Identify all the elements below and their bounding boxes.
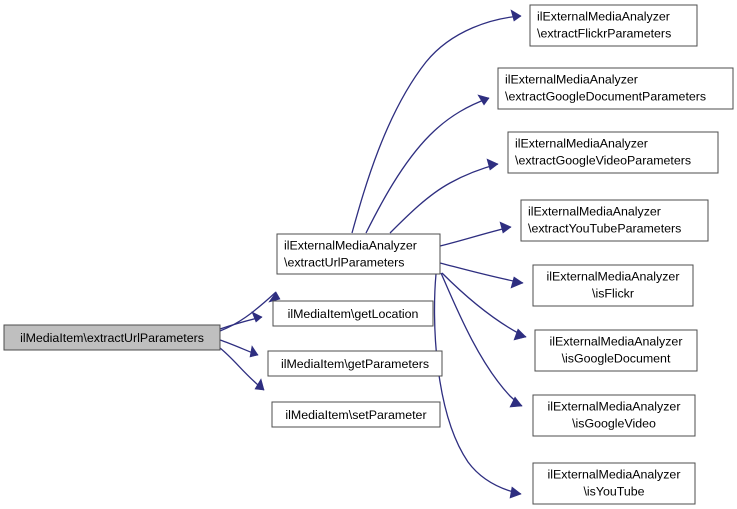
- edge-extract-to-googledocument: [365, 97, 490, 234]
- edges-layer: [219, 9, 527, 499]
- node-box-ema_extractUrlParameters[interactable]: [276, 233, 441, 275]
- node-ema_isGoogleVideo[interactable]: ilExternalMediaAnalyzer \isGoogleVideo: [532, 394, 696, 437]
- node-label-ema_extractGoogleVideoParameters-line1: ilExternalMediaAnalyzer: [515, 136, 648, 150]
- node-label-ema_isYouTube-line2: \isYouTube: [583, 484, 644, 498]
- node-label-ema_isFlickr-line2: \isFlickr: [592, 286, 634, 300]
- node-label-ema_extractGoogleVideoParameters-line2: \extractGoogleVideoParameters: [515, 153, 691, 167]
- node-label-ema_isYouTube-line1: ilExternalMediaAnalyzer: [548, 467, 681, 481]
- node-box-mi_setParameter[interactable]: [271, 401, 441, 428]
- node-label-mi_setParameter: ilMediaItem\setParameter: [285, 408, 426, 422]
- arrowhead-extract-to-isyoutube: [509, 486, 522, 499]
- edge-extract-to-isyoutube: [433, 273, 522, 495]
- node-root[interactable]: ilMediaItem\extractUrlParameters: [3, 324, 221, 351]
- node-box-ema_extractGoogleDocumentParameters[interactable]: [497, 67, 734, 110]
- node-ema_isYouTube[interactable]: ilExternalMediaAnalyzer \isYouTube: [532, 462, 696, 505]
- arrowhead-extract-to-flickr: [510, 9, 522, 22]
- arrowhead-extract-to-isgoogledocument: [513, 328, 527, 341]
- node-label-ema_extractYouTubeParameters-line1: ilExternalMediaAnalyzer: [528, 204, 661, 218]
- node-label-mi_getLocation: ilMediaItem\getLocation: [288, 307, 419, 321]
- node-label-mi_getParameters: ilMediaItem\getParameters: [281, 357, 429, 371]
- edge-extract-to-isflickr: [439, 262, 524, 284]
- node-box-ema_isGoogleVideo[interactable]: [532, 394, 696, 437]
- node-label-ema_extractGoogleDocumentParameters-line2: \extractGoogleDocumentParameters: [505, 89, 706, 103]
- node-label-ema_extractGoogleDocumentParameters-line1: ilExternalMediaAnalyzer: [505, 72, 638, 86]
- node-mi_setParameter[interactable]: ilMediaItem\setParameter: [271, 401, 441, 428]
- node-ema_extractGoogleDocumentParameters[interactable]: ilExternalMediaAnalyzer \extractGoogleDoc…: [497, 67, 734, 110]
- node-label-ema_extractYouTubeParameters-line2: \extractYouTubeParameters: [528, 221, 681, 235]
- node-label-ema_extractUrlParameters-line1: ilExternalMediaAnalyzer: [284, 238, 417, 252]
- node-label-ema_isGoogleDocument-line1: ilExternalMediaAnalyzer: [550, 334, 683, 348]
- node-box-ema_isYouTube[interactable]: [532, 462, 696, 505]
- arrowhead-extract-to-isflickr: [510, 276, 524, 289]
- arrowhead-root-to-getParameters: [249, 345, 259, 358]
- node-label-ema_isGoogleVideo-line1: ilExternalMediaAnalyzer: [548, 399, 681, 413]
- node-label-ema_isGoogleVideo-line2: \isGoogleVideo: [572, 416, 656, 430]
- arrowhead-extract-to-googledocument: [477, 94, 490, 106]
- node-ema_extractUrlParameters[interactable]: ilExternalMediaAnalyzer \extractUrlParame…: [276, 233, 441, 275]
- node-box-ema_extractFlickrParameters[interactable]: [529, 4, 698, 47]
- node-label-ema_extractUrlParameters-line2: \extractUrlParameters: [284, 255, 405, 269]
- node-label-ema_extractFlickrParameters-line2: \extractFlickrParameters: [537, 26, 671, 40]
- node-box-root[interactable]: [3, 324, 221, 351]
- arrowhead-extract-to-isgooglevideo: [509, 396, 523, 408]
- arrowhead-extract-to-youtube: [499, 221, 512, 234]
- edge-extract-to-flickr: [351, 15, 522, 234]
- node-box-ema_extractGoogleVideoParameters[interactable]: [507, 131, 719, 174]
- arrowhead-extract-to-googlevideo: [486, 158, 499, 171]
- edge-extract-to-youtube: [439, 226, 512, 247]
- node-ema_isGoogleDocument[interactable]: ilExternalMediaAnalyzer \isGoogleDocument: [534, 329, 698, 372]
- node-ema_extractFlickrParameters[interactable]: ilExternalMediaAnalyzer \extractFlickrPar…: [529, 4, 698, 47]
- node-mi_getLocation[interactable]: ilMediaItem\getLocation: [272, 300, 434, 327]
- node-label-ema_extractFlickrParameters-line1: ilExternalMediaAnalyzer: [537, 9, 670, 23]
- node-box-ema_extractYouTubeParameters[interactable]: [520, 199, 709, 242]
- node-box-ema_isGoogleDocument[interactable]: [534, 329, 698, 372]
- node-label-root: ilMediaItem\extractUrlParameters: [20, 331, 204, 345]
- node-mi_getParameters[interactable]: ilMediaItem\getParameters: [267, 350, 443, 377]
- node-label-ema_isFlickr-line1: ilExternalMediaAnalyzer: [547, 269, 680, 283]
- node-ema_isFlickr[interactable]: ilExternalMediaAnalyzer \isFlickr: [532, 264, 694, 307]
- node-box-mi_getLocation[interactable]: [272, 300, 434, 327]
- edge-extract-to-isgooglevideo: [440, 272, 523, 407]
- arrowhead-root-to-setParameter: [254, 378, 265, 391]
- edge-extract-to-googlevideo: [389, 163, 499, 234]
- arrowhead-root-to-getLocation: [251, 311, 263, 323]
- edge-root-to-extractUrlParameters: [219, 291, 277, 332]
- nodes-layer: ilMediaItem\extractUrlParameters ilExtern…: [3, 4, 734, 505]
- node-box-mi_getParameters[interactable]: [267, 350, 443, 377]
- node-ema_extractGoogleVideoParameters[interactable]: ilExternalMediaAnalyzer \extractGoogleVid…: [507, 131, 719, 174]
- node-label-ema_isGoogleDocument-line2: \isGoogleDocument: [562, 351, 671, 365]
- node-ema_extractYouTubeParameters[interactable]: ilExternalMediaAnalyzer \extractYouTubePa…: [520, 199, 709, 242]
- node-box-ema_isFlickr[interactable]: [532, 264, 694, 307]
